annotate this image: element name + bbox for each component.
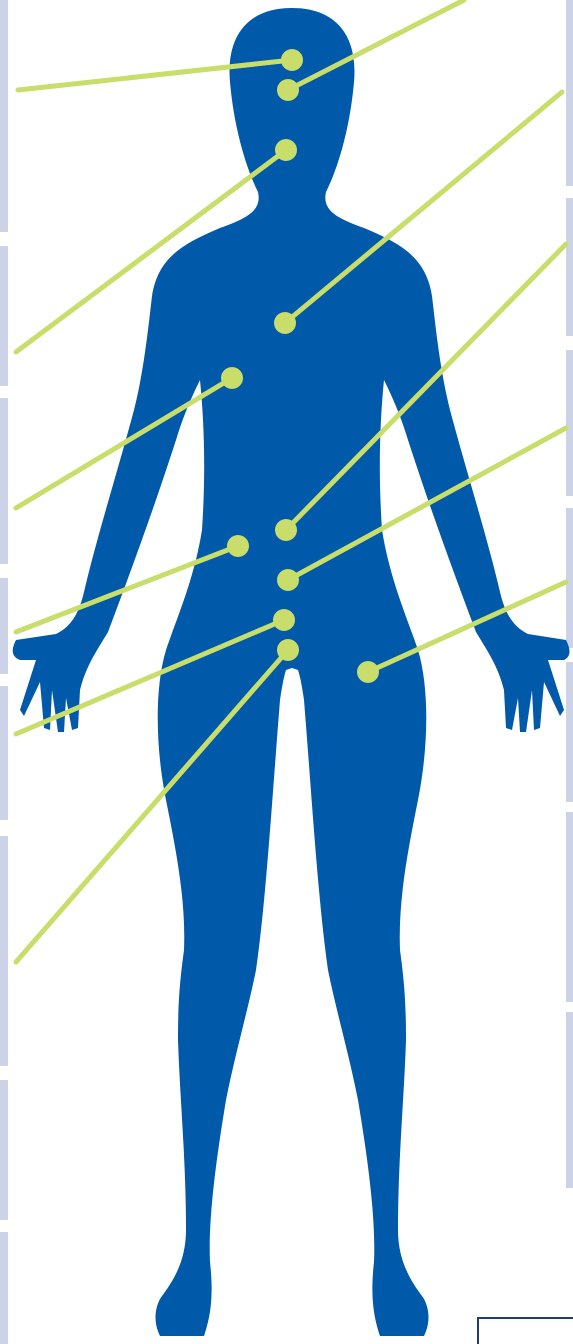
- marker-head-lower: [277, 79, 299, 101]
- marker-pelvis-upper: [273, 609, 295, 631]
- right-panel-strip-1: [566, 0, 573, 186]
- marker-abdomen-left: [227, 535, 249, 557]
- right-panel-strip-3: [566, 350, 573, 496]
- right-panel-strip-2: [566, 198, 573, 336]
- body-figure: [13, 8, 570, 1336]
- left-panel-strip-7: [0, 1080, 8, 1220]
- left-panel-strip-3: [0, 398, 8, 564]
- marker-pelvis-lower: [277, 639, 299, 661]
- marker-chest: [274, 312, 296, 334]
- right-side-panels: [566, 0, 573, 1188]
- marker-hip: [357, 661, 379, 683]
- left-panel-strip-1: [0, 0, 8, 232]
- left-panel-strip-6: [0, 836, 8, 1066]
- left-panel-strip-8: [0, 1232, 8, 1344]
- human-body-silhouette: [13, 8, 570, 1336]
- left-panel-strip-2: [0, 246, 8, 386]
- right-panel-strip-5: [566, 662, 573, 802]
- marker-breast: [221, 367, 243, 389]
- right-panel-strip-6: [566, 812, 573, 1002]
- marker-neck: [275, 139, 297, 161]
- marker-abdomen-mid: [277, 569, 299, 591]
- right-panel-strip-4: [566, 508, 573, 648]
- right-panel-strip-7: [566, 1012, 573, 1188]
- left-panel-strip-5: [0, 686, 8, 820]
- marker-head-upper: [281, 49, 303, 71]
- bottom-right-box: [478, 1318, 573, 1344]
- left-panel-strip-4: [0, 578, 8, 674]
- left-side-panels: [0, 0, 8, 1344]
- marker-abdomen-upper: [275, 519, 297, 541]
